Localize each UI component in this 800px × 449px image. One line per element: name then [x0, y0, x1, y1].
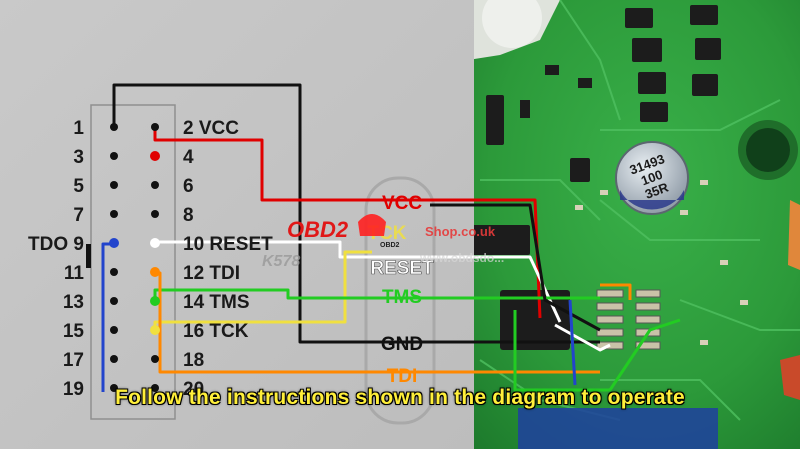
- pin-label-left: TDO 9: [28, 234, 84, 255]
- pin-label-left: 3: [73, 147, 84, 168]
- connector-label-gnd: GND: [381, 334, 423, 355]
- connector-label-vcc: VCC: [382, 193, 422, 214]
- pin-8-dot: [151, 210, 159, 218]
- pin-label-left: 5: [73, 176, 84, 197]
- pin-6-dot: [151, 181, 159, 189]
- pcb-photo: 31493 100 35R: [468, 0, 800, 449]
- wire-gnd-right: [430, 203, 601, 332]
- watermark-shop: Shop.co.uk: [425, 224, 496, 239]
- watermark-logo-sub: OBD2: [380, 242, 400, 249]
- pin-15-dot: [110, 326, 118, 334]
- caption: Follow the instructions shown in the dia…: [115, 386, 685, 409]
- watermark-car-icon: [358, 214, 386, 236]
- connector-outline: [364, 176, 436, 425]
- header-pins: [109, 123, 160, 392]
- wire-green-right: [513, 310, 681, 392]
- pin-9-dot: [109, 238, 119, 248]
- pin-label-right: 2 VCC: [183, 118, 239, 139]
- pin-label-left: 15: [63, 321, 85, 342]
- pin-label-right: 16 TCK: [183, 321, 249, 342]
- pin-label-right: 12 TDI: [183, 263, 240, 284]
- pin-1-dot: [110, 123, 118, 131]
- pin-7-dot: [110, 210, 118, 218]
- watermark: OBD2 OBD2 Shop.co.uk K578 www.obdsdo...: [262, 214, 504, 270]
- pin-11-dot: [110, 268, 118, 276]
- connector-label-reset: RESET: [370, 258, 434, 279]
- pin-13-dot: [110, 297, 118, 305]
- wire-orange-right: [600, 283, 632, 300]
- pin-label-right: 18: [183, 350, 204, 371]
- pin-17-dot: [110, 355, 118, 363]
- pin-18-dot: [151, 355, 159, 363]
- watermark-site: www.obdsdo...: [419, 251, 504, 265]
- connector-label-tms: TMS: [382, 287, 422, 308]
- wire-gnd: [112, 83, 600, 344]
- wire-blue-right: [568, 299, 577, 386]
- pin-label-left: 17: [63, 350, 84, 371]
- pin-4-dot: [150, 151, 160, 161]
- pin-16-dot: [150, 325, 160, 335]
- pin-label-left: 11: [64, 263, 85, 284]
- pin-label-left: 13: [63, 292, 84, 313]
- pin-label-right: 14 TMS: [183, 292, 250, 313]
- pin-19-dot: [110, 384, 118, 392]
- pin-2-dot: [151, 123, 159, 131]
- wire-tms: [153, 288, 600, 300]
- pin-3-dot: [110, 152, 118, 160]
- header-key: [86, 244, 91, 268]
- watermark-model: K578: [262, 253, 300, 270]
- watermark-logo: OBD2: [287, 217, 349, 242]
- pin-label-left: 7: [73, 205, 84, 226]
- pin-label-left: 1: [73, 118, 84, 139]
- pin-20-dot: [151, 384, 159, 392]
- pin-label-right: 20: [183, 379, 204, 400]
- wire-vcc: [153, 127, 542, 319]
- diagram-panel: [0, 0, 474, 449]
- pin-label-right: 4: [183, 147, 194, 168]
- wire-reset: [155, 240, 562, 323]
- pin-label-right: 10 RESET: [183, 234, 273, 255]
- wire-white-right: [554, 323, 611, 352]
- pin-label-left: 19: [63, 379, 84, 400]
- wires: [101, 83, 681, 392]
- pin-10-dot: [150, 238, 160, 248]
- connector-label-tdi: TDI: [387, 366, 418, 387]
- cap-text-2: 100: [639, 167, 665, 189]
- pin-12-dot: [150, 267, 160, 277]
- pin-14-dot: [150, 296, 160, 306]
- pin-label-right: 8: [183, 205, 194, 226]
- pin-label-right: 6: [183, 176, 194, 197]
- pin-5-dot: [110, 181, 118, 189]
- capacitor: 31493 100 35R: [615, 141, 689, 215]
